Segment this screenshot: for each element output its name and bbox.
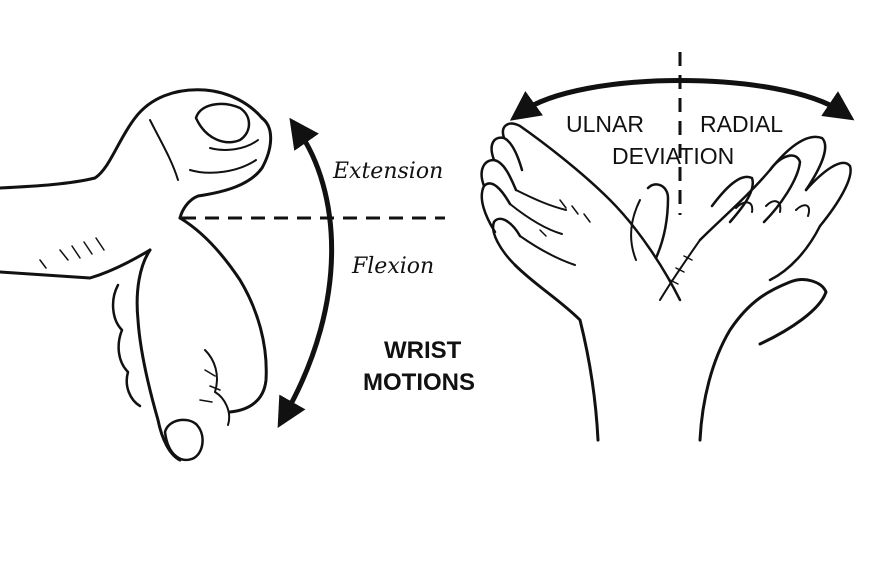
extension-label: Extension [332, 159, 443, 184]
flexion-extension-illustration [0, 88, 445, 462]
title-line-1: WRIST [384, 337, 462, 364]
flexion-label: Flexion [351, 254, 434, 279]
deviation-arrow [509, 78, 855, 121]
deviation-illustration [480, 52, 855, 442]
title-line-2: MOTIONS [363, 369, 475, 396]
flexion-extension-arrow [277, 117, 335, 429]
deviation-label: DEVIATION [612, 143, 734, 169]
ulnar-label: ULNAR [566, 111, 644, 137]
radial-label: RADIAL [700, 111, 783, 137]
